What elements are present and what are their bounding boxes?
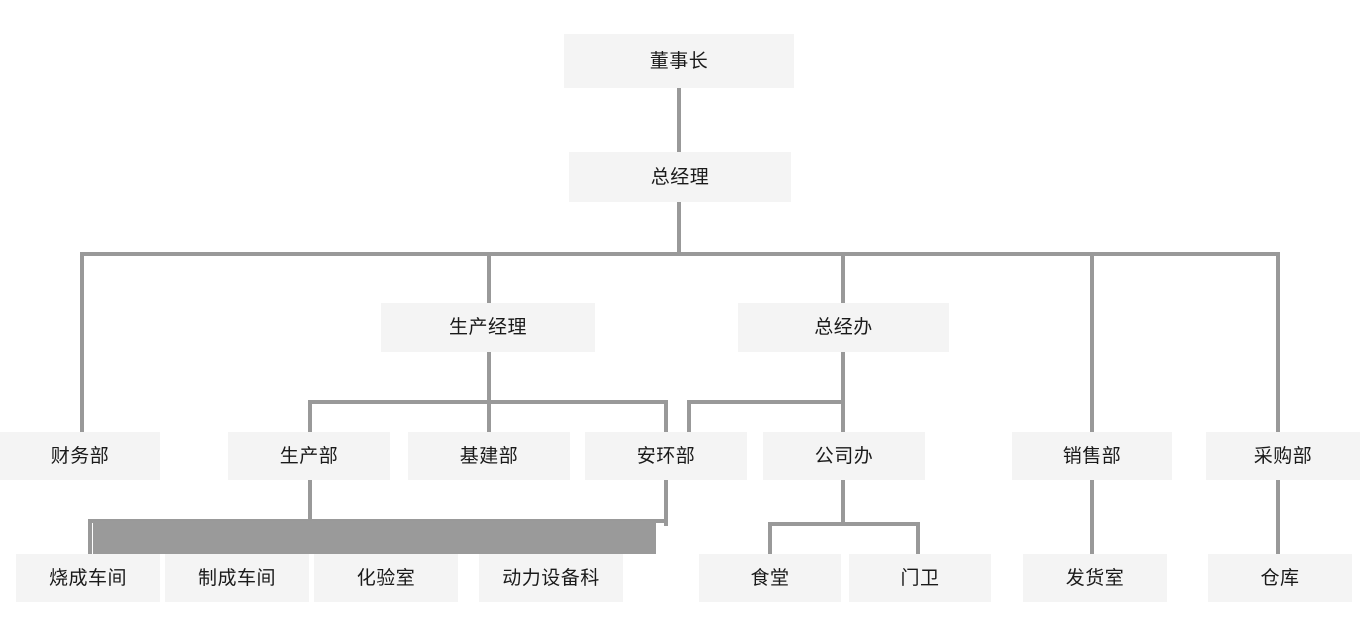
connector-pm-to-production-dept xyxy=(308,400,312,432)
connector-gm-office-to-company-office xyxy=(687,400,691,432)
connector-purchasing-to-warehouse xyxy=(1276,480,1280,554)
connector-company-office-bus xyxy=(768,522,920,526)
connector-sales-to-shipping-room xyxy=(1090,480,1094,554)
node-production-dept[interactable]: 生产部 xyxy=(228,432,390,480)
connector-pm-to-infrastructure-dept xyxy=(487,400,491,432)
node-firing-workshop[interactable]: 烧成车间 xyxy=(16,554,160,602)
node-sales-dept[interactable]: 销售部 xyxy=(1012,432,1172,480)
connector-gm-office-bus xyxy=(687,400,845,404)
connector-bus-to-gm-office xyxy=(841,252,845,303)
node-finance-dept[interactable]: 财务部 xyxy=(0,432,160,480)
connector-bus-to-production-manager xyxy=(487,252,491,303)
connector-chairman-to-gm xyxy=(677,88,681,152)
connector-gm-stem xyxy=(677,202,681,252)
connector-company-office-to-canteen xyxy=(768,522,772,554)
connector-production-manager-stem xyxy=(487,352,491,400)
node-production-manager[interactable]: 生产经理 xyxy=(381,303,595,352)
node-gm-office[interactable]: 总经办 xyxy=(738,303,949,352)
node-forming-workshop[interactable]: 制成车间 xyxy=(165,554,309,602)
connector-company-office-to-gatehouse xyxy=(916,522,920,554)
node-laboratory[interactable]: 化验室 xyxy=(314,554,458,602)
node-purchasing-dept[interactable]: 采购部 xyxy=(1206,432,1360,480)
connector-production-dept-stem xyxy=(308,480,312,526)
connector-gm-office-stem xyxy=(841,352,845,400)
connector-gm-office-bus-right-drop xyxy=(841,400,845,432)
connector-main-bus xyxy=(80,252,1280,256)
node-canteen[interactable]: 食堂 xyxy=(699,554,841,602)
connector-bus-to-sales xyxy=(1090,252,1094,432)
connector-pm-to-safety-env-dept xyxy=(664,400,668,432)
node-warehouse[interactable]: 仓库 xyxy=(1208,554,1352,602)
node-shipping-room[interactable]: 发货室 xyxy=(1023,554,1167,602)
connector-bus-to-finance xyxy=(80,252,84,432)
node-infrastructure-dept[interactable]: 基建部 xyxy=(408,432,570,480)
node-safety-env-dept[interactable]: 安环部 xyxy=(585,432,747,480)
node-power-equipment-section[interactable]: 动力设备科 xyxy=(479,554,623,602)
connector-overlap-slab xyxy=(93,521,656,554)
node-general-manager[interactable]: 总经理 xyxy=(569,152,791,202)
connector-company-office-stem xyxy=(841,480,845,522)
connector-safety-env-dept-stem xyxy=(664,480,668,526)
node-gatehouse[interactable]: 门卫 xyxy=(849,554,991,602)
node-chairman[interactable]: 董事长 xyxy=(564,34,794,88)
connector-production-children-left-riser xyxy=(88,519,92,554)
node-company-office[interactable]: 公司办 xyxy=(763,432,925,480)
connector-bus-to-purchasing xyxy=(1276,252,1280,432)
